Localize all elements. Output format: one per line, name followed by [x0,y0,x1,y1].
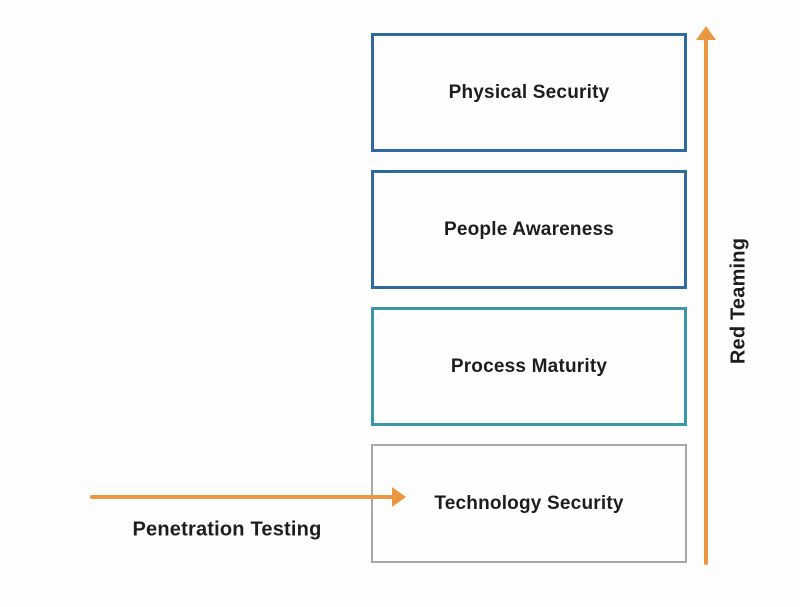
arrow-right-icon [90,495,393,499]
layer-label-people-awareness: People Awareness [443,218,615,240]
layer-label-process-maturity: Process Maturity [450,355,608,377]
layer-physical-security: Physical Security [371,33,687,152]
layer-label-technology-security: Technology Security [434,492,624,514]
layer-technology-security: Technology Security [371,444,687,563]
layer-process-maturity: Process Maturity [371,307,687,426]
arrow-right-head-icon [392,487,406,507]
arrow-up-head-icon [696,26,716,40]
layer-label-physical-security: Physical Security [448,81,610,103]
layer-people-awareness: People Awareness [371,170,687,289]
arrow-up-icon [704,39,708,565]
penetration-testing-label: Penetration Testing [132,518,322,541]
red-teaming-label: Red Teaming [727,237,750,365]
